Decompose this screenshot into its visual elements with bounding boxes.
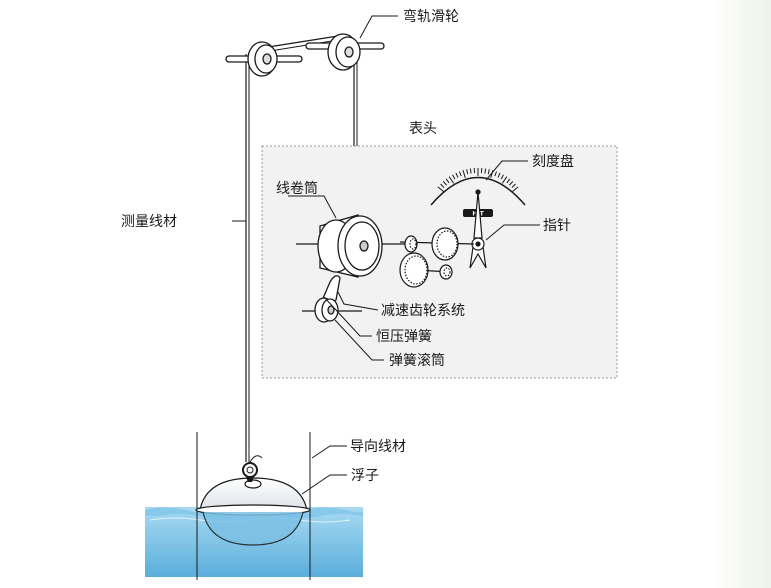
label-dial: 刻度盘 xyxy=(532,153,574,170)
label-measuring-wire: 测量线材 xyxy=(121,214,177,230)
label-reduction-gear: 减速齿轮系统 xyxy=(381,303,465,319)
label-wire-drum: 线卷筒 xyxy=(276,180,318,197)
float xyxy=(195,462,311,546)
pointer xyxy=(469,189,487,269)
label-meter-head: 表头 xyxy=(409,121,437,137)
label-curved-pulley: 弯轨滑轮 xyxy=(403,8,459,25)
leader-lines xyxy=(232,15,540,495)
spring-assembly xyxy=(302,275,362,323)
curved-pulley xyxy=(225,33,385,77)
label-guide-wire: 导向线材 xyxy=(350,439,406,455)
label-float: 浮子 xyxy=(351,468,379,484)
label-spring-drum: 弹簧滚筒 xyxy=(389,352,445,369)
label-constant-spring: 恒压弹簧 xyxy=(376,329,432,345)
reduction-gear-system xyxy=(399,227,475,288)
guide-wires xyxy=(196,432,311,580)
side-panel xyxy=(712,0,771,588)
wire-drum xyxy=(296,214,412,278)
label-pointer: 指针 xyxy=(543,218,571,234)
